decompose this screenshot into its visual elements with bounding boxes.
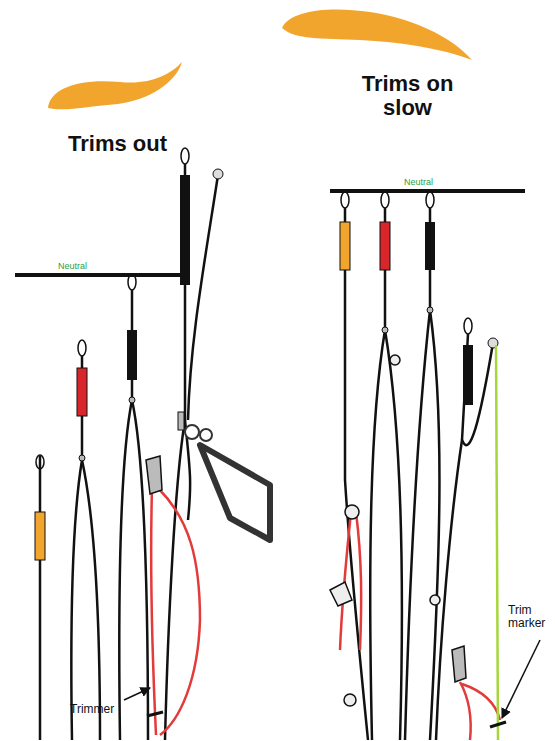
part-label: Trim marker [508,604,552,630]
speed-line [340,512,361,650]
c-riser-tab [127,330,137,380]
a-riser-tab [340,222,350,270]
trim-marker-line [496,345,498,740]
c-riser-tab [425,222,435,270]
b-riser-tab [77,368,87,416]
keeper [178,412,184,430]
neutral-label: Neutral [58,262,87,272]
leader-arrow [124,688,150,700]
speed-pulley [345,505,359,519]
a-riser [36,455,44,740]
speed-pulley [344,694,356,706]
a-riser-tab [35,512,45,560]
d-riser-tab [463,345,473,405]
neutral-line [330,189,525,193]
d-riser [165,148,218,740]
panel-heading: Trims on slow [340,72,475,120]
brake-pulley [213,169,223,179]
trim-mark [490,722,506,727]
neutral-label: Neutral [404,178,433,188]
speed-pulley [390,355,400,365]
leader-arrow [502,640,540,718]
trimmer-buckle [146,456,162,494]
b-riser [71,340,100,740]
panel-heading: Trims out [60,132,175,156]
airfoil [282,9,472,60]
brake-handle [185,425,270,540]
b-riser-tab [380,222,390,270]
speed-pulley [430,595,440,605]
airfoil [48,62,182,109]
d-riser-tab [180,175,190,285]
trimmer-buckle [452,646,466,682]
speed-hook [330,582,352,606]
trimmer-mark [147,712,163,716]
c-riser [119,274,148,740]
trimmer-line [151,488,200,735]
neutral-line [15,273,181,277]
trimmer-line [460,682,500,740]
part-label: Trimmer [70,703,114,716]
risers [341,192,493,740]
